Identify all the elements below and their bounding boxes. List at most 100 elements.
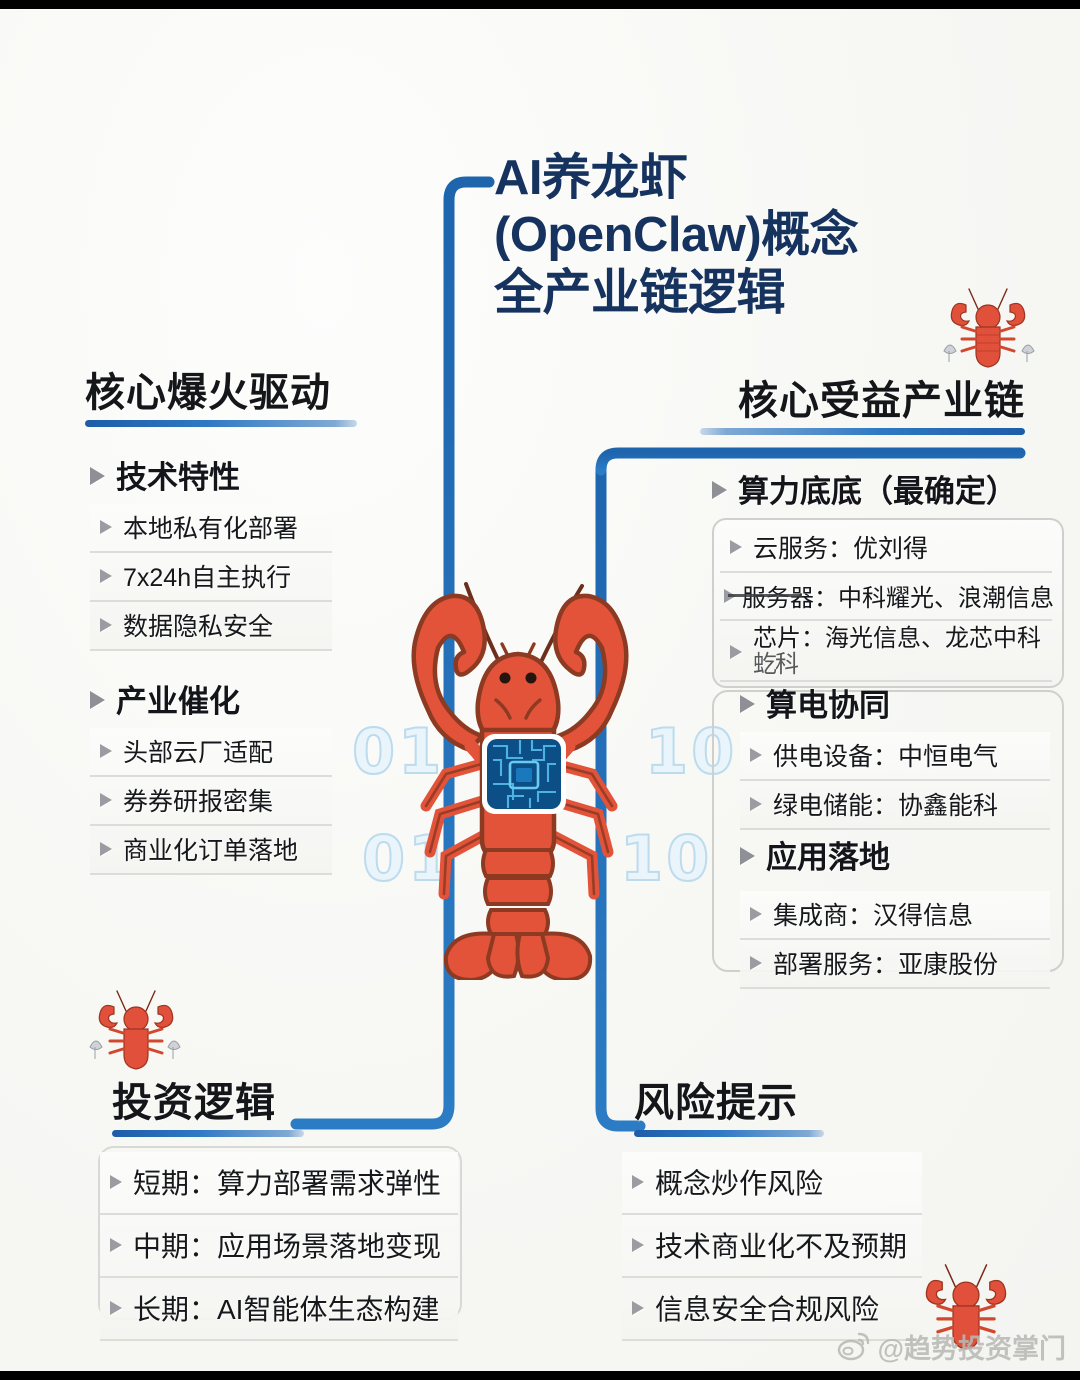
node-title: 算电协同 — [740, 680, 1050, 725]
list-item-label: 云服务：优刘得 — [753, 535, 929, 563]
list-item-label: 芯片：海光信息、龙芯中科 虼科 — [753, 625, 1041, 678]
list-item[interactable]: 7x24h自主执行 — [90, 553, 332, 602]
node-industry-catalysts[interactable]: 产业催化 头部云厂适配 券券研报密集 商业化订单落地 — [90, 676, 332, 875]
list-item-label: 部署服务：亚康股份 — [773, 951, 999, 979]
list-item-label: 集成商：汉得信息 — [773, 902, 974, 930]
list-item[interactable]: 数据隐私安全 — [90, 602, 332, 651]
list-item[interactable]: 商业化订单落地 — [90, 826, 332, 875]
title-line-3: 全产业链逻辑 — [494, 265, 786, 320]
chevron-right-icon — [750, 956, 762, 970]
list-item-label: 头部云厂适配 — [123, 739, 274, 767]
list-item-label: 数据隐私安全 — [123, 613, 274, 641]
block-investment-logic[interactable]: 短期：算力部署需求弹性 中期：应用场景落地变现 长期：AI智能体生态构建 — [100, 1152, 458, 1341]
list-item[interactable]: 头部云厂适配 — [90, 728, 332, 777]
list-item[interactable]: 技术商业化不及预期 — [622, 1215, 922, 1278]
list-item[interactable]: 信息安全合规风险 — [622, 1278, 922, 1341]
node-tech-features[interactable]: 技术特性 本地私有化部署 7x24h自主执行 数据隐私安全 — [90, 452, 332, 651]
sub-list: 概念炒作风险 技术商业化不及预期 信息安全合规风险 — [622, 1152, 922, 1341]
list-item[interactable]: 云服务：优刘得 — [720, 524, 1052, 573]
binary-left-top: 01 — [351, 714, 445, 789]
sub-list: 短期：算力部署需求弹性 中期：应用场景落地变现 长期：AI智能体生态构建 — [100, 1152, 458, 1341]
node-application-landing[interactable]: 应用落地 集成商：汉得信息 部署服务：亚康股份 — [740, 832, 1050, 989]
binary-right-top: 10 — [644, 714, 738, 789]
list-item-label: 短期：算力部署需求弹性 — [133, 1168, 442, 1199]
sub-list: 云服务：优刘得 服务器：中科耀光、浪潮信息 芯片：海光信息、龙芯中科 虼科 — [712, 518, 1064, 688]
chevron-right-icon — [100, 842, 112, 856]
heading-underline — [634, 1130, 824, 1137]
node-title-label: 技术特性 — [116, 460, 240, 495]
list-item[interactable]: 绿电储能：协鑫能科 — [740, 781, 1050, 830]
node-title-label: 算力底底（最确定） — [738, 474, 1017, 509]
chevron-right-icon — [724, 588, 736, 603]
list-item-label: 服务器：中科耀光、浪潮信息 — [742, 585, 1054, 612]
title-line-1: AI养龙虾 — [494, 151, 688, 205]
list-item-label: 商业化订单落地 — [123, 837, 299, 865]
node-title: 算力底底（最确定） — [712, 466, 1064, 511]
heading-underline — [700, 428, 1025, 435]
list-item[interactable]: 长期：AI智能体生态构建 — [100, 1278, 458, 1341]
list-item-label: 7x24h自主执行 — [123, 564, 292, 592]
list-item[interactable]: 集成商：汉得信息 — [740, 891, 1050, 940]
node-compute-power-synergy[interactable]: 算电协同 供电设备：中恒电气 绿电储能：协鑫能科 — [740, 680, 1050, 830]
top-letterbox-bar — [0, 0, 1080, 9]
chevron-right-icon — [750, 907, 762, 921]
branch-heading-investment-logic: 投资逻辑 — [112, 1082, 304, 1137]
sub-list: 本地私有化部署 7x24h自主执行 数据隐私安全 — [90, 504, 332, 651]
lobster-icon — [89, 990, 181, 1070]
branch-heading-label: 风险提示 — [634, 1081, 798, 1125]
list-item-label: 券券研报密集 — [123, 788, 274, 816]
list-item[interactable]: 本地私有化部署 — [90, 504, 332, 553]
chevron-right-icon — [90, 691, 105, 709]
chevron-right-icon — [730, 644, 742, 659]
list-item[interactable]: 中期：应用场景落地变现 — [100, 1215, 458, 1278]
bottom-letterbox-bar — [0, 1371, 1080, 1380]
node-compute-base[interactable]: 算力底底（最确定） 云服务：优刘得 服务器：中科耀光、浪潮信息 芯片：海光信息、… — [712, 466, 1064, 688]
chevron-right-icon — [632, 1238, 644, 1252]
node-title-label: 算电协同 — [766, 688, 890, 723]
list-item[interactable]: 芯片：海光信息、龙芯中科 虼科 — [720, 621, 1052, 682]
chevron-right-icon — [730, 540, 742, 554]
list-item-label: 概念炒作风险 — [655, 1168, 824, 1199]
chevron-right-icon — [110, 1175, 122, 1189]
heading-underline — [112, 1130, 304, 1137]
block-risk-warning[interactable]: 概念炒作风险 技术商业化不及预期 信息安全合规风险 — [622, 1152, 922, 1341]
list-item-label: 绿电储能：协鑫能科 — [773, 792, 999, 820]
branch-heading-label: 投资逻辑 — [112, 1081, 276, 1125]
chevron-right-icon — [632, 1301, 644, 1315]
branch-heading-label: 核心受益产业链 — [738, 379, 1025, 423]
node-title-label: 产业催化 — [116, 684, 240, 719]
chevron-right-icon — [100, 744, 112, 758]
list-item[interactable]: 券券研报密集 — [90, 777, 332, 826]
watermark: @趋势投资掌门 — [836, 1327, 1066, 1366]
list-item[interactable]: 概念炒作风险 — [622, 1152, 922, 1215]
chevron-right-icon — [110, 1301, 122, 1315]
list-item[interactable]: 部署服务：亚康股份 — [740, 940, 1050, 989]
list-item-label: 长期：AI智能体生态构建 — [133, 1294, 440, 1325]
branch-heading-label: 核心爆火驱动 — [85, 371, 331, 415]
binary-right-bottom: 10 — [619, 821, 713, 896]
branch-heading-risk-warning: 风险提示 — [634, 1082, 824, 1137]
chevron-right-icon — [740, 695, 755, 713]
chevron-right-icon — [110, 1238, 122, 1252]
lobster-icon — [943, 288, 1035, 368]
title-line-2: (OpenClaw)概念 — [494, 208, 859, 263]
list-item[interactable]: 供电设备：中恒电气 — [740, 732, 1050, 781]
list-item-label: 中期：应用场景落地变现 — [133, 1231, 442, 1262]
chevron-right-icon — [90, 467, 105, 485]
list-item[interactable]: 短期：算力部署需求弹性 — [100, 1152, 458, 1215]
circuit-lobster-mascot — [411, 582, 629, 980]
sub-list: 头部云厂适配 券券研报密集 商业化订单落地 — [90, 728, 332, 875]
branch-heading-beneficiary-chain: 核心受益产业链 — [700, 380, 1025, 435]
sub-list: 集成商：汉得信息 部署服务：亚康股份 — [740, 891, 1050, 989]
chevron-right-icon — [740, 847, 755, 865]
list-item-overflow-label: 虼科 — [753, 650, 799, 678]
page-title: AI养龙虾 (OpenClaw)概念 全产业链逻辑 — [494, 150, 964, 322]
node-title: 应用落地 — [740, 832, 1050, 877]
chevron-right-icon — [750, 797, 762, 811]
list-item-label: 技术商业化不及预期 — [655, 1231, 908, 1262]
branch-heading-core-drivers: 核心爆火驱动 — [85, 372, 357, 427]
watermark-handle: @趋势投资掌门 — [877, 1334, 1066, 1364]
list-item[interactable]: 服务器：中科耀光、浪潮信息 — [720, 573, 1054, 621]
